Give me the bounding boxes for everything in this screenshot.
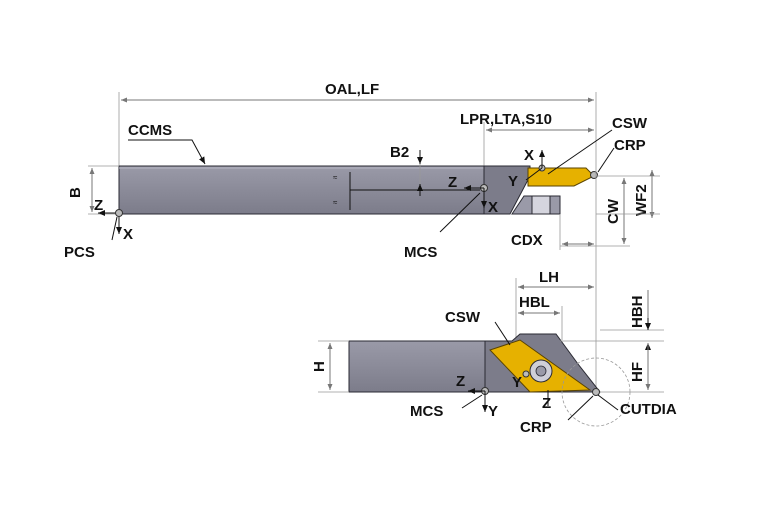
crp-top-label: CRP — [614, 137, 646, 154]
mcs-bottom-label: MCS — [410, 403, 443, 420]
ccms-label: CCMS — [128, 122, 172, 139]
mcs-top-z-label: Z — [448, 174, 457, 191]
pcs-label: PCS — [64, 244, 95, 261]
mcs-top-x-label: X — [488, 199, 498, 216]
pcs-point — [115, 209, 123, 217]
pcs-x-label: X — [123, 226, 133, 243]
hf-label: HF — [629, 362, 646, 382]
ccms-leader — [128, 139, 206, 165]
cutdia-label: CUTDIA — [620, 401, 677, 418]
csw-bottom-label: CSW — [445, 309, 481, 326]
insert-bottom-z-label: Z — [542, 395, 551, 412]
tick-mark-1: ≈ — [333, 173, 338, 182]
b-label: B — [67, 187, 84, 198]
cdx-label: CDX — [511, 232, 543, 249]
insert-bottom-y-label: Y — [512, 374, 522, 391]
h-label: H — [311, 361, 328, 372]
lpr-lta-s10-label: LPR,LTA,S10 — [460, 111, 552, 128]
crp-bottom-leader — [567, 395, 594, 421]
pcs-leader — [111, 216, 118, 241]
tick-mark-2: ≈ — [333, 198, 338, 207]
mcs-bottom-y-label: Y — [488, 403, 498, 420]
csw-bottom-leader — [494, 321, 511, 346]
insert-top — [527, 167, 595, 187]
csw-top-label: CSW — [612, 115, 648, 132]
wf2-label: WF2 — [633, 184, 650, 216]
mcs-bottom-z-label: Z — [456, 373, 465, 390]
insert-screw-center — [535, 365, 547, 377]
crp-point-top — [590, 171, 598, 179]
insert-top-x-label: X — [524, 147, 534, 164]
pcs-z-label: Z — [94, 197, 103, 214]
crp-point-bottom — [592, 388, 600, 396]
lh-label: LH — [539, 269, 559, 286]
mcs-bottom-leader — [461, 394, 483, 409]
cutdia-leader — [597, 394, 619, 411]
oal-lf-label: OAL,LF — [325, 81, 379, 98]
insert-top-y-label: Y — [508, 173, 518, 190]
crp-bottom-label: CRP — [520, 419, 552, 436]
b2-label: B2 — [390, 144, 409, 161]
cw-label: CW — [605, 198, 622, 224]
crp-top-leader — [597, 147, 615, 173]
mcs-top-label: MCS — [404, 244, 437, 261]
clamp-screw-top — [531, 195, 551, 215]
shank-body-bottom — [348, 340, 486, 393]
mcs-top-leader — [439, 192, 481, 233]
cutdia-circle — [561, 357, 631, 427]
hbl-label: HBL — [519, 294, 550, 311]
insert-top-y-axis — [525, 167, 543, 181]
csw-top-leader — [547, 129, 613, 175]
insert-ref-point-bottom — [522, 370, 530, 378]
hbh-label: HBH — [629, 296, 646, 329]
